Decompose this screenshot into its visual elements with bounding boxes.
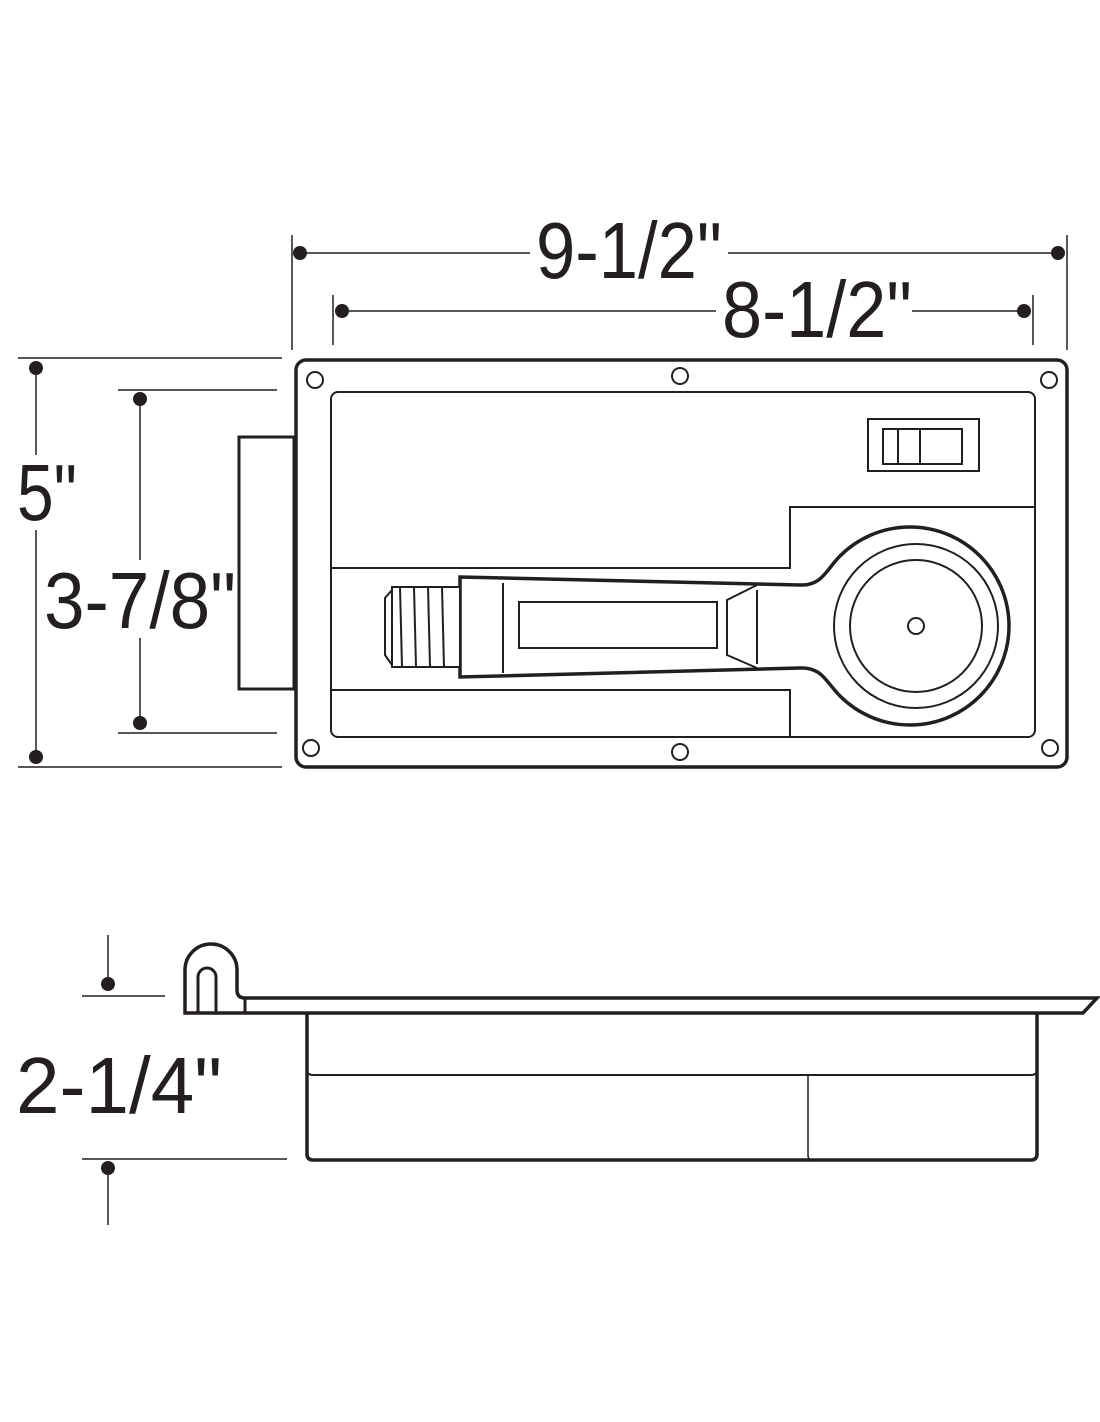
- side-view: [183, 942, 1100, 1162]
- faceplate: [294, 358, 1069, 769]
- cutout-height-dimension: 3-7/8": [44, 389, 277, 734]
- rear-box: [237, 435, 296, 691]
- top-view: [237, 358, 1069, 769]
- depth-dimension: 2-1/4": [16, 935, 287, 1225]
- overall-width-dimension: 9-1/2": [291, 206, 1068, 350]
- thread-icon: [384, 586, 461, 668]
- body-side: [305, 1013, 1039, 1162]
- screw-holes: [302, 367, 1059, 761]
- overall-height-label: 5": [17, 448, 77, 537]
- cutout-height-label: 3-7/8": [44, 556, 236, 645]
- inner-recess: [330, 391, 1036, 738]
- switch-icon: [867, 418, 980, 472]
- flange: [183, 942, 1100, 1015]
- cutout-width-dimension: 8-1/2": [332, 265, 1034, 354]
- overall-width-label: 9-1/2": [536, 206, 722, 295]
- overall-height-dimension: 5": [17, 357, 282, 768]
- hose-handle: [384, 525, 1011, 727]
- depth-label: 2-1/4": [16, 1041, 222, 1130]
- cutout-width-label: 8-1/2": [722, 265, 912, 354]
